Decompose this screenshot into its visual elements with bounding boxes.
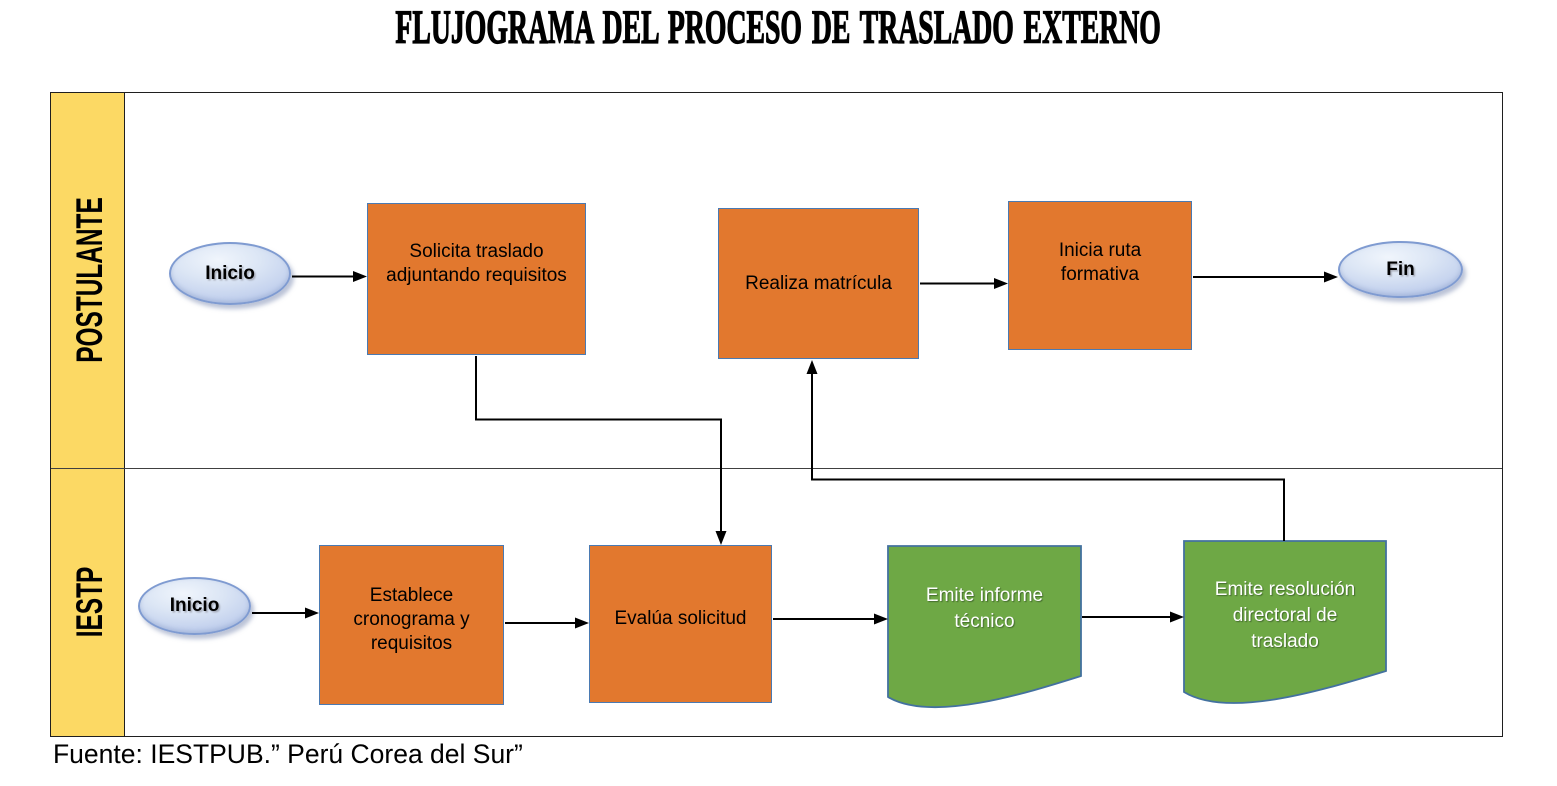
node-realiza-matricula: Realiza matrícula	[718, 208, 919, 359]
node-emite-informe: Emite informe técnico	[887, 545, 1082, 673]
source-note: Fuente: IESTPUB.” Perú Corea del Sur”	[53, 739, 523, 769]
node-emite-resolucion-label: Emite resolución directoral de traslado	[1214, 579, 1356, 652]
node-solicita-traslado: Solicita traslado adjuntando requisitos	[367, 203, 586, 355]
swimlane-table: POSTULANTE IESTP	[50, 92, 1503, 737]
lane-label-postulante: POSTULANTE	[69, 197, 110, 363]
node-emite-informe-shape	[887, 545, 1082, 709]
document-shape-path	[887, 545, 1082, 709]
node-start-iestp-label: Inicio	[169, 595, 220, 616]
node-solicita-traslado-label: Solicita traslado adjuntando requisitos	[386, 241, 567, 286]
node-start-iestp: Inicio	[138, 577, 251, 635]
node-evalua-solicitud: Evalúa solicitud	[589, 545, 772, 703]
lane-divider	[51, 467, 1502, 469]
node-inicia-ruta-label: Inicia ruta formativa	[1058, 239, 1142, 285]
document-shape-path	[1183, 540, 1387, 704]
page-title-row: FLUJOGRAMA DEL PROCESO DE TRASLADO EXTER…	[0, 2, 1557, 54]
node-fin-label: Fin	[1386, 258, 1415, 280]
node-start-postulante: Inicio	[169, 242, 291, 305]
node-emite-resolucion-shape	[1183, 540, 1387, 704]
node-emite-resolucion: Emite resolución directoral de traslado	[1183, 540, 1387, 692]
page-title: FLUJOGRAMA DEL PROCESO DE TRASLADO EXTER…	[395, 1, 1162, 54]
node-establece-cronograma-label: Establece cronograma y requisitos	[353, 585, 470, 654]
node-inicia-ruta: Inicia ruta formativa	[1008, 201, 1192, 350]
node-emite-informe-label: Emite informe técnico	[925, 585, 1044, 632]
lane-header-band	[51, 93, 125, 736]
node-start-postulante-label: Inicio	[205, 262, 255, 284]
node-establece-cronograma: Establece cronograma y requisitos	[319, 545, 504, 705]
lane-label-iestp: IESTP	[69, 566, 110, 638]
node-evalua-solicitud-label: Evalúa solicitud	[614, 608, 747, 629]
node-realiza-matricula-label: Realiza matrícula	[745, 272, 892, 294]
node-fin: Fin	[1338, 241, 1463, 298]
